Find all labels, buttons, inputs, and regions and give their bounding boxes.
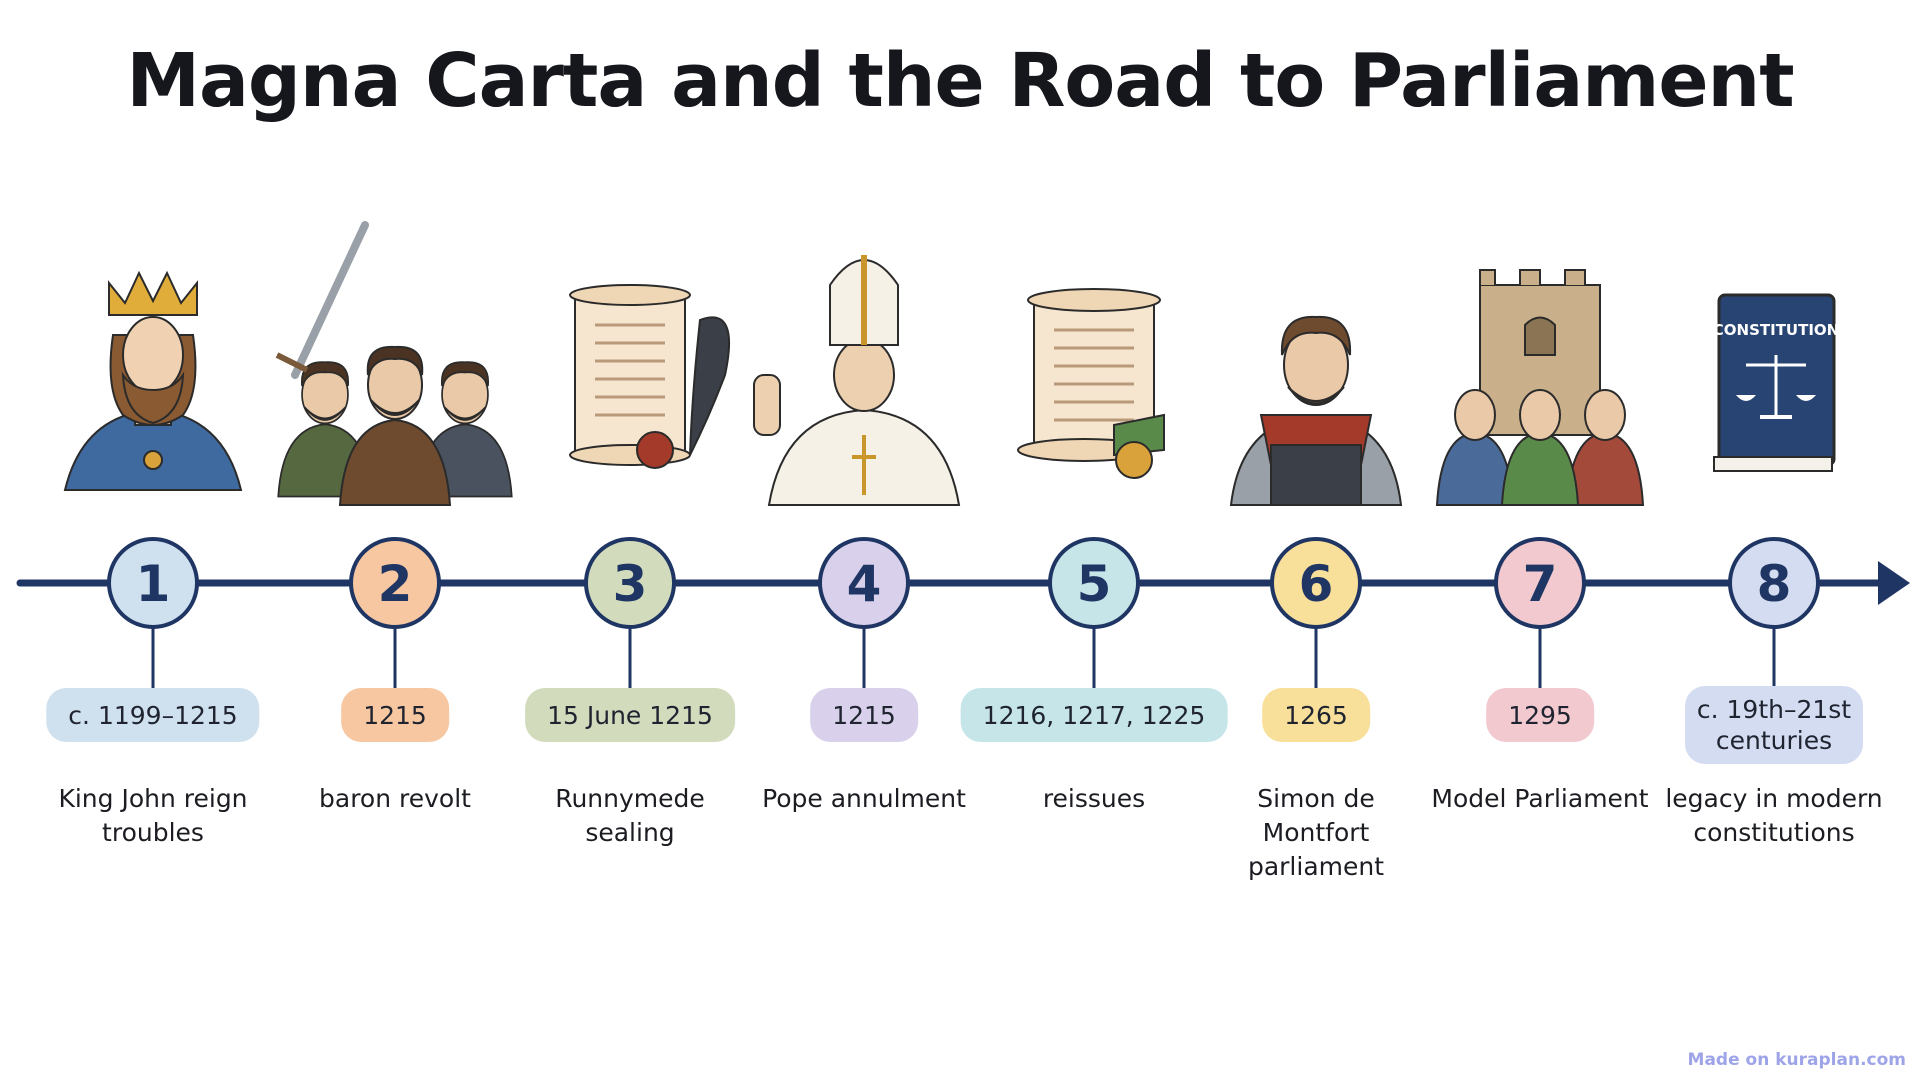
- event-label-3: Runnymede sealing: [555, 784, 705, 847]
- event-label-5: reissues: [1042, 784, 1146, 813]
- event-label-6: Simon de Montfort parliament: [1247, 784, 1385, 881]
- event-node-number-3: 3: [613, 555, 648, 613]
- event-date-badge-7: 1295: [1486, 688, 1594, 742]
- event-date-badge-1: c. 1199–1215: [46, 688, 260, 742]
- event-node-1: [107, 537, 199, 629]
- constitution-book-icon: CONSTITUTION: [1713, 293, 1839, 472]
- charter-scroll-icon: [569, 284, 731, 469]
- event-node-8: [1728, 537, 1820, 629]
- event-node-number-1: 1: [136, 555, 171, 613]
- reissued-scroll-icon: [1017, 288, 1165, 479]
- pope-icon: [753, 255, 961, 506]
- event-node-number-5: 5: [1077, 555, 1112, 613]
- event-label-4: Pope annulment: [762, 784, 966, 813]
- event-node-5: [1048, 537, 1140, 629]
- event-date-badge-6: 1265: [1262, 688, 1370, 742]
- event-date-badge-5: 1216, 1217, 1225: [960, 688, 1228, 742]
- event-date-badge-8: c. 19th–21st centuries: [1685, 686, 1863, 764]
- event-node-number-2: 2: [378, 555, 413, 613]
- event-label-8: legacy in modern constitutions: [1665, 784, 1883, 847]
- event-node-2: [349, 537, 441, 629]
- parliament-icon: [1435, 269, 1645, 506]
- event-label-2: baron revolt: [319, 784, 471, 813]
- event-node-3: [584, 537, 676, 629]
- event-node-number-7: 7: [1523, 555, 1558, 613]
- page-title: Magna Carta and the Road to Parliament: [126, 38, 1794, 124]
- event-label-1: King John reign troubles: [58, 784, 248, 847]
- arrow-head-icon: [1878, 561, 1910, 605]
- event-label-7: Model Parliament: [1431, 784, 1649, 813]
- king-icon: [63, 270, 243, 491]
- watermark: Made on kuraplan.com: [1687, 1050, 1906, 1070]
- event-node-7: [1494, 537, 1586, 629]
- event-date-badge-2: 1215: [341, 688, 449, 742]
- event-date-badge-3: 15 June 1215: [525, 688, 735, 742]
- event-date-badge-4: 1215: [810, 688, 918, 742]
- event-node-number-6: 6: [1299, 555, 1334, 613]
- barons-icon: [275, 221, 513, 506]
- knight-icon: [1229, 315, 1403, 506]
- event-node-number-4: 4: [847, 555, 882, 613]
- book-cover-lettering: CONSTITUTION: [1713, 321, 1839, 339]
- event-node-4: [818, 537, 910, 629]
- event-node-6: [1270, 537, 1362, 629]
- event-node-number-8: 8: [1757, 555, 1792, 613]
